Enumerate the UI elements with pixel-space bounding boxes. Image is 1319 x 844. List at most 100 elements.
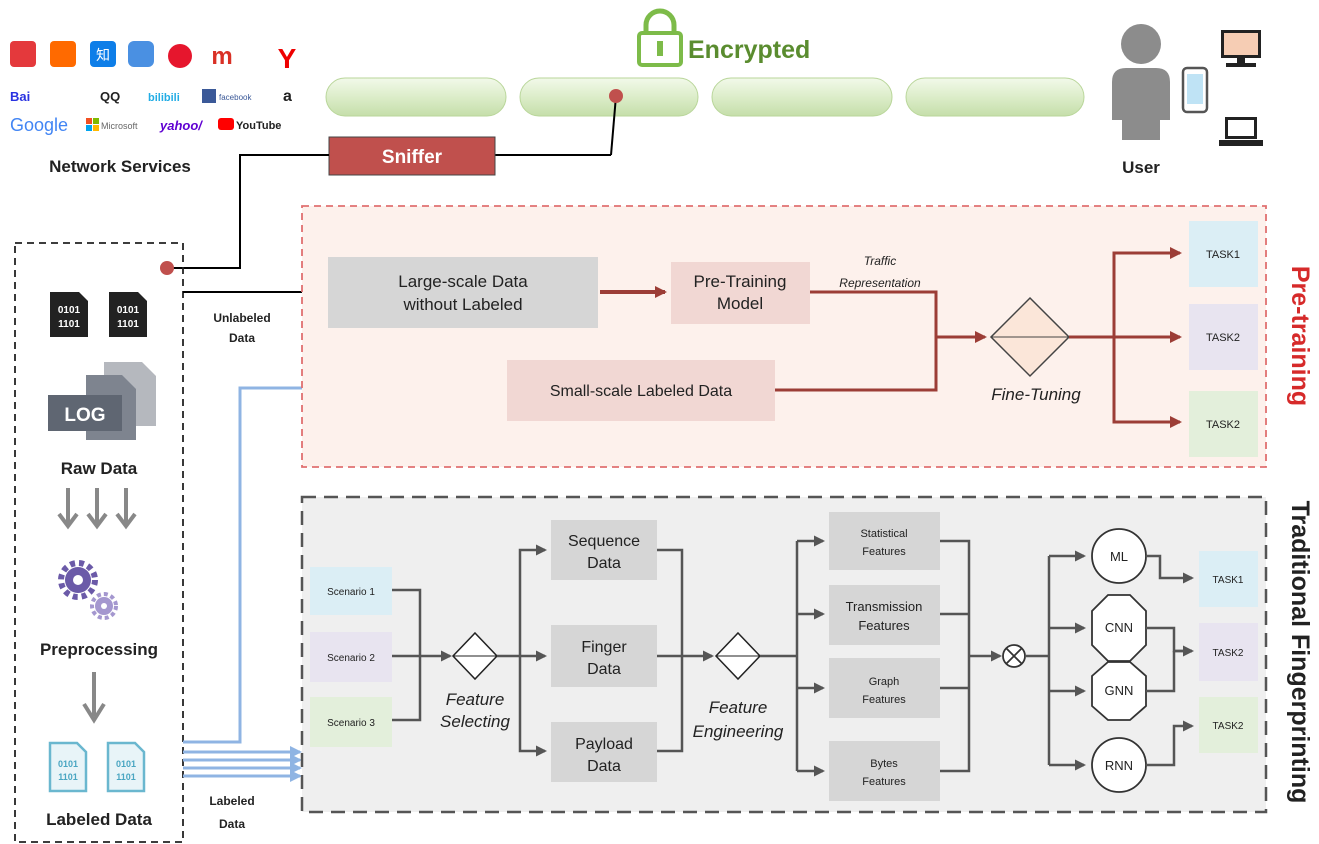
svg-text:0101: 0101 [58,759,78,769]
model-label: CNN [1105,620,1133,635]
svg-text:1101: 1101 [58,772,78,782]
baidu-logo-text: Bai [10,89,30,104]
to-data-arrow [518,544,547,656]
scenario-box [310,697,392,747]
pretrain-task-label: TASK2 [1206,332,1240,344]
svg-text:1101: 1101 [116,772,136,782]
scenario-label: Scenario 3 [327,718,375,729]
weibo-logo-icon [168,44,192,68]
svg-text:1101: 1101 [58,319,80,330]
fine-tuning-label: Fine-Tuning [991,385,1081,404]
labeled-arrow-label: Data [219,817,245,831]
model-node-cnn [1091,594,1147,662]
scenario-box [310,632,392,682]
feature-label: Graph [869,676,900,688]
desktop-icon [1221,30,1261,67]
model-label: GNN [1105,683,1134,698]
svg-text:0101: 0101 [116,759,136,769]
data-source-panel [14,242,184,843]
feature-box [829,512,940,570]
to-trad-task-arrow [1146,554,1194,584]
down-arrows-icon [57,488,137,530]
feature-label: Features [862,776,906,788]
encrypted-label: Encrypted [688,36,810,64]
google-logo-text: Google [10,115,68,135]
labeled-file-icon: 0101 1101 [48,741,88,793]
svg-text:0101: 0101 [117,305,140,316]
yelp-logo-text: Y [278,43,297,74]
pretrain-model-label: Pre-Training [694,272,787,291]
pretrain-model-label: Model [717,294,763,313]
traffic-rep-label: Traffic [864,254,896,268]
lock-icon [637,8,683,67]
data-type-label: Data [587,555,621,572]
feature-box [829,585,940,645]
pretrain-task-box [1189,304,1258,370]
rep-flow-line [810,290,938,337]
labeled-file-icon: 0101 1101 [106,741,146,793]
model-node-gnn [1091,661,1147,721]
app-logo-icon [50,41,76,67]
large-scale-label: without Labeled [402,295,522,314]
data-type-box [551,722,657,782]
fusion-operator-icon [1002,644,1026,668]
app-logo-icon [128,41,154,67]
feature-selecting-label: Selecting [440,712,510,731]
trad-task-box [1199,697,1258,753]
microsoft-logo-text: Microsoft [101,121,138,131]
binary-file-icon: 0101 1101 [109,292,147,337]
sniffer-output-line [167,154,329,269]
feature-label: Features [858,618,910,633]
to-task-arrow [1069,247,1182,339]
data-type-label: Data [587,758,621,775]
youtube-logo-text: YouTube [236,120,281,132]
pretrain-task-box [1189,221,1258,287]
sniffer-label: Sniffer [382,147,443,168]
labeled-arrow-label: Labeled [209,794,254,808]
sniffer-tap-line [610,95,617,156]
feature-label: Statistical [860,528,907,540]
data-type-label: Sequence [568,533,640,550]
bilibili-logo-text: bilibili [148,92,180,104]
svg-text:0101: 0101 [58,305,81,316]
model-label: RNN [1105,758,1133,773]
trad-task-box [1199,623,1258,681]
youtube-logo-icon [218,118,234,130]
feature-label: Bytes [870,758,898,770]
raw-data-label: Raw Data [61,459,138,478]
feature-label: Features [862,694,906,706]
microsoft-logo-icon [86,118,99,131]
traditional-title: Traditional Fingerprinting [1286,501,1314,804]
network-services-label: Network Services [49,157,191,176]
user-label: User [1122,158,1160,177]
pretrain-task-label: TASK1 [1206,249,1240,261]
laptop-icon [1219,117,1263,146]
to-trad-task-arrow [1146,720,1194,767]
pretraining-model-box [671,262,810,324]
feature-engineering-label: Feature [709,698,768,717]
data-merge-line [657,548,684,753]
feature-label: Transmission [846,599,923,614]
raw-data-input-point [160,261,174,275]
scenario-box [310,567,392,615]
small-scale-flow-line [775,331,987,392]
yahoo-logo-text: yahoo/ [159,118,203,133]
sniffer-tap-point [609,89,623,103]
data-type-label: Finger [581,639,627,656]
user-icon [1112,24,1170,140]
sniffer-box [328,136,496,176]
amazon-logo-text: a [283,88,292,105]
to-trad-task-arrow [1146,651,1176,693]
pretrain-task-label: TASK2 [1206,419,1240,431]
traffic-rep-label: Representation [839,276,921,290]
data-type-box [551,625,657,687]
scenario-label: Scenario 1 [327,587,375,598]
trad-task-label: TASK2 [1213,721,1244,732]
facebook-logo-text: facebook [219,93,252,102]
small-scale-data-box [507,360,775,421]
zhihu-logo-icon [90,41,116,67]
model-label: ML [1110,549,1128,564]
gear-icon [58,560,118,620]
feature-box [829,658,940,718]
